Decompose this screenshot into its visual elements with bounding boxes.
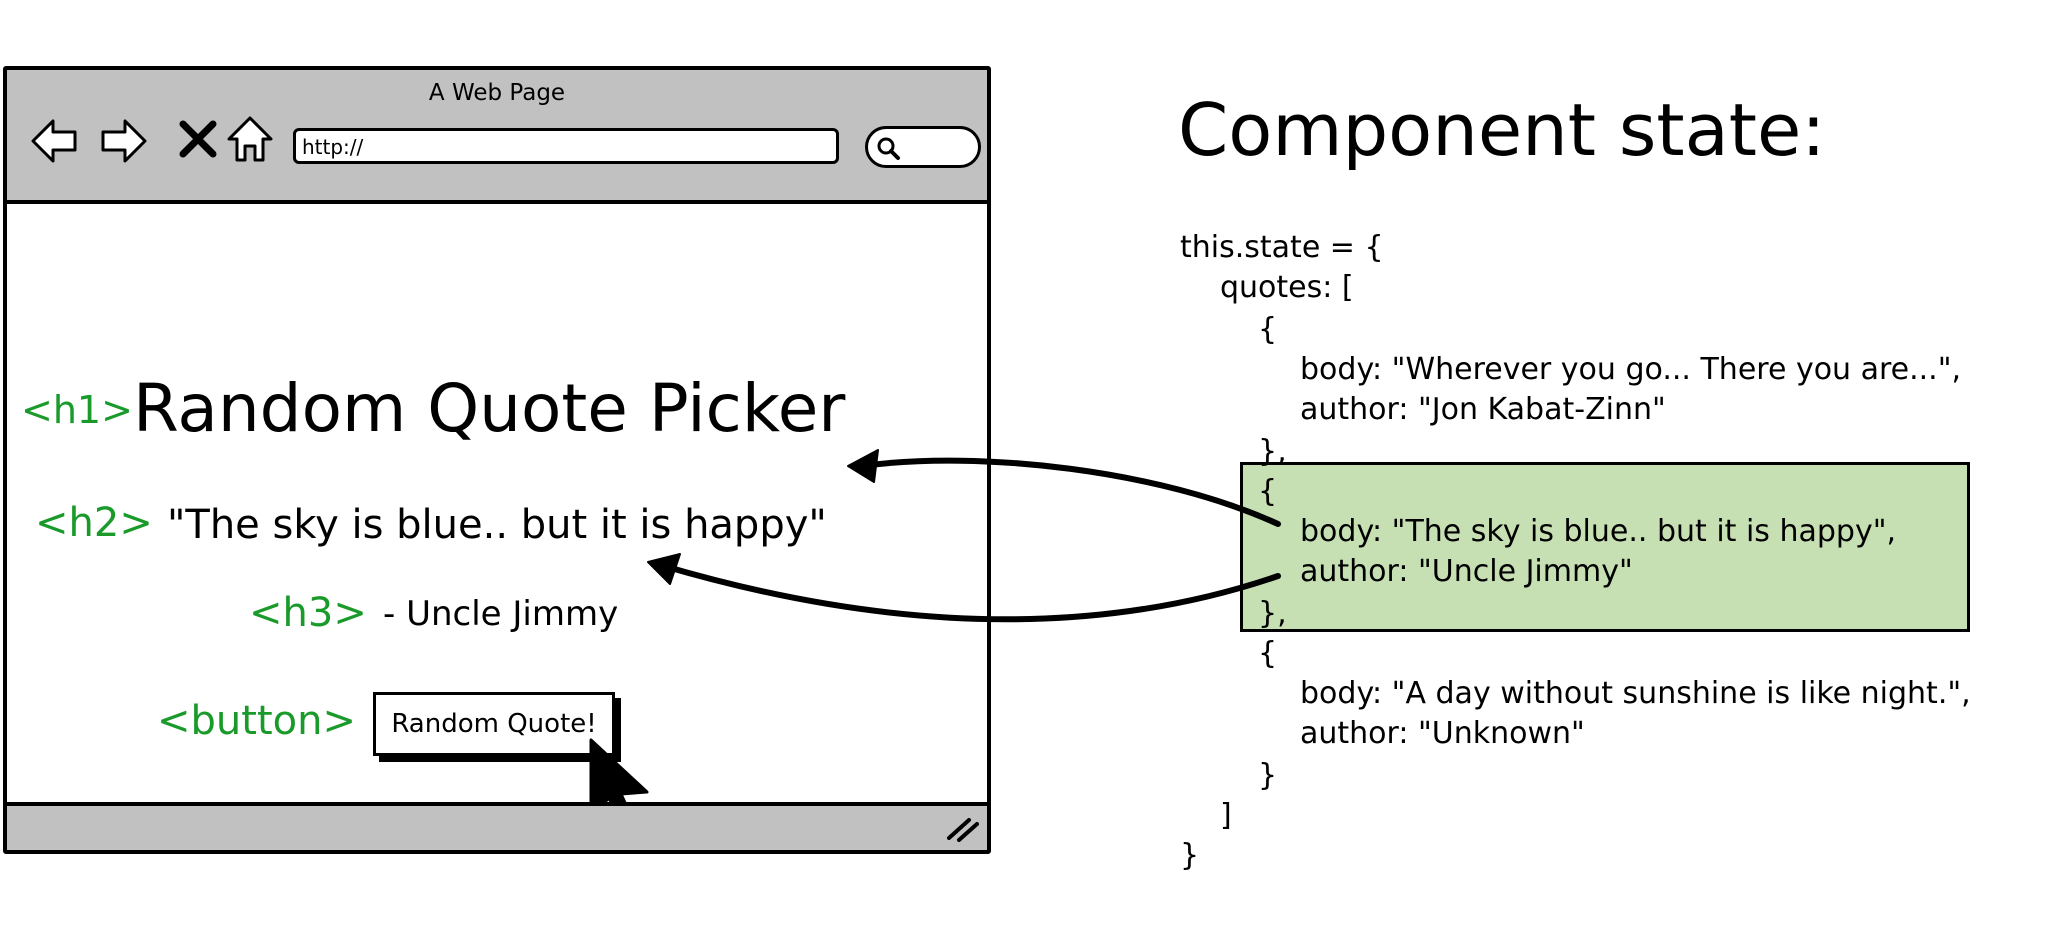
- code-line-author: author: "Jon Kabat-Zinn": [1300, 392, 1666, 427]
- code-line-author: author: "Unknown": [1300, 716, 1585, 751]
- magnifier-icon: [877, 137, 900, 160]
- forward-arrow-icon[interactable]: [99, 116, 149, 166]
- url-field[interactable]: [293, 128, 839, 164]
- code-line-quotes: quotes: [: [1220, 270, 1354, 305]
- arrowhead-h2: [847, 449, 879, 483]
- resize-grip-icon[interactable]: [945, 816, 979, 842]
- search-field[interactable]: [865, 126, 981, 168]
- code-line-brace: }: [1258, 758, 1278, 793]
- code-line-bracket: ]: [1220, 798, 1232, 833]
- arrowhead-h3: [647, 553, 681, 585]
- code-line-brace: },: [1258, 434, 1287, 469]
- highlighted-quote-box: [1240, 462, 1970, 632]
- button-tag-label: <button>: [157, 698, 356, 744]
- quote-body-h2: "The sky is blue.. but it is happy": [167, 502, 827, 548]
- back-arrow-icon[interactable]: [29, 116, 79, 166]
- code-line-state-open: this.state = {: [1180, 230, 1384, 265]
- browser-statusbar: [7, 802, 987, 850]
- h2-tag-label: <h2>: [35, 500, 153, 546]
- browser-toolbar: A Web Page: [7, 70, 987, 204]
- code-line-brace: {: [1258, 312, 1278, 347]
- code-line-body: body: "Wherever you go... There you are.…: [1300, 352, 1962, 387]
- home-icon[interactable]: [225, 114, 275, 164]
- code-line-body: body: "A day without sunshine is like ni…: [1300, 676, 1971, 711]
- code-line-author: author: "Uncle Jimmy": [1300, 554, 1633, 589]
- code-line-body: body: "The sky is blue.. but it is happy…: [1300, 514, 1897, 549]
- code-line-state-close: }: [1180, 838, 1200, 873]
- code-line-brace: {: [1258, 636, 1278, 671]
- h1-tag-label: <h1>: [21, 388, 133, 432]
- quote-author-h3: - Uncle Jimmy: [383, 594, 619, 634]
- page-heading-h1: Random Quote Picker: [133, 370, 846, 447]
- browser-window: A Web Page <h1> Random Quote Picker <h2>…: [3, 66, 991, 854]
- random-quote-button[interactable]: Random Quote!: [373, 692, 615, 756]
- window-title: A Web Page: [428, 80, 566, 106]
- stop-x-icon[interactable]: [173, 114, 223, 164]
- arrow-body-to-h2: [859, 457, 1281, 527]
- code-line-brace: },: [1258, 596, 1287, 631]
- state-heading: Component state:: [1178, 88, 1826, 172]
- arrow-author-to-h3: [661, 563, 1281, 623]
- h3-tag-label: <h3>: [249, 590, 367, 636]
- code-line-brace: {: [1258, 474, 1278, 509]
